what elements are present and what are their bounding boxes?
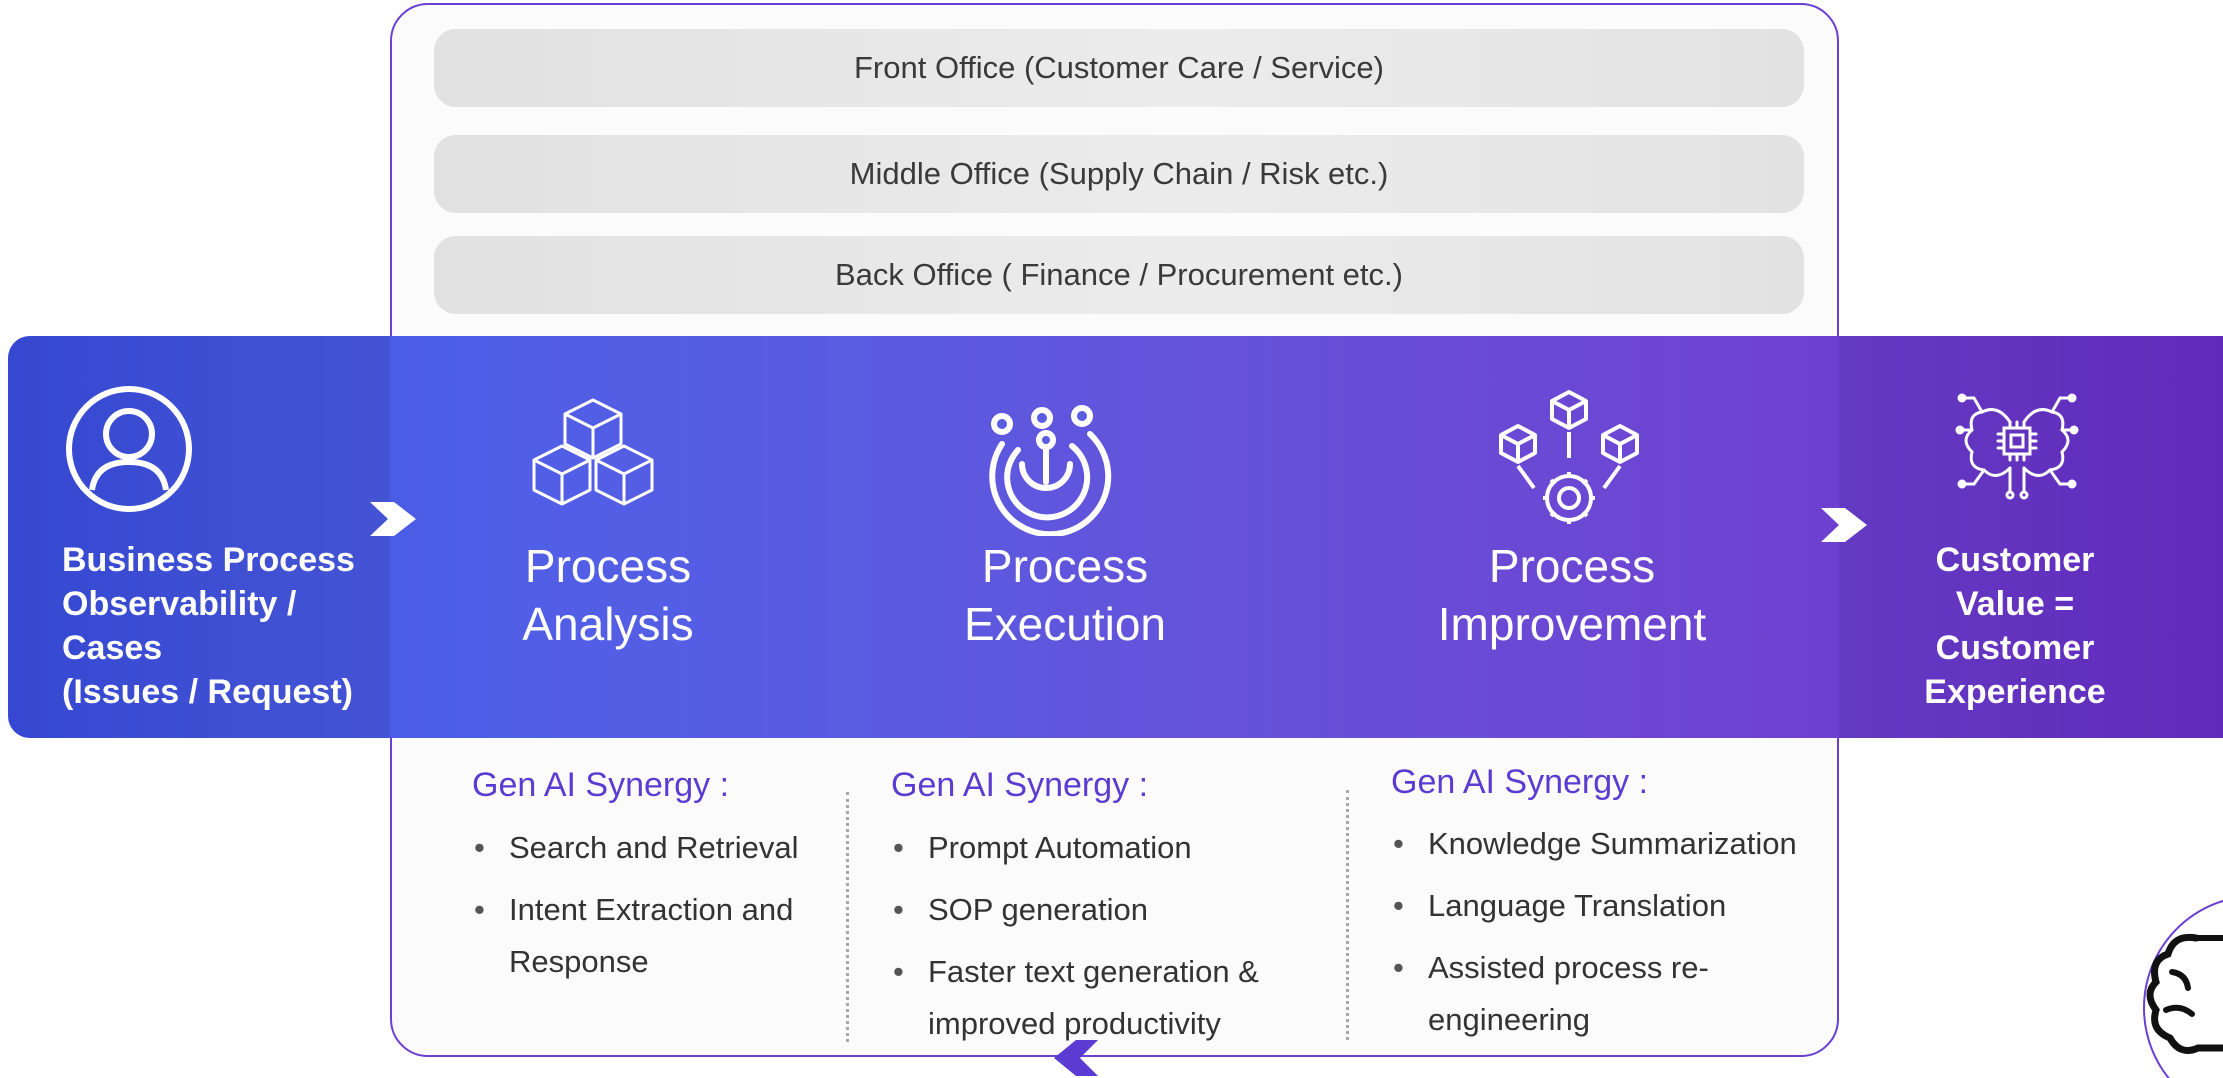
synergy-item: Prompt Automation bbox=[891, 822, 1259, 874]
synergy-item-text: improved productivity bbox=[928, 1006, 1221, 1041]
user-icon bbox=[66, 386, 192, 512]
stage-analysis-line2: Analysis bbox=[522, 598, 694, 650]
synergy-item: Faster text generation & improved product… bbox=[891, 946, 1259, 1050]
synergy-heading-execution: Gen AI Synergy : bbox=[891, 766, 1149, 804]
synergy-item-text: engineering bbox=[1428, 1002, 1591, 1037]
back-office-bar: Back Office ( Finance / Procurement etc.… bbox=[434, 236, 1804, 314]
synergy-item: SOP generation bbox=[891, 884, 1259, 936]
stage-execution-title: Process Execution bbox=[885, 537, 1245, 653]
synergy-item-text: Faster text generation & bbox=[928, 954, 1259, 989]
middle-office-label: Middle Office (Supply Chain / Risk etc.) bbox=[849, 156, 1389, 191]
synergy-list-improvement: Knowledge Summarization Language Transla… bbox=[1391, 818, 1797, 1056]
stage-execution-line2: Execution bbox=[963, 598, 1166, 650]
right-line-4: Experience bbox=[1924, 673, 2106, 711]
synergy-item: Assisted process re-engineering bbox=[1391, 942, 1797, 1046]
process-band bbox=[8, 336, 2223, 738]
left-line-3: Cases bbox=[62, 629, 163, 667]
left-block-title: Business Process Observability / Cases (… bbox=[62, 538, 355, 714]
right-line-2: Value = bbox=[1955, 585, 2075, 623]
right-line-3: Customer bbox=[1935, 629, 2095, 667]
middle-office-bar: Middle Office (Supply Chain / Risk etc.) bbox=[434, 135, 1804, 213]
circuit-loop-icon bbox=[989, 405, 1112, 536]
synergy-item-text: Intent Extraction and bbox=[509, 892, 794, 927]
chevron-right-icon bbox=[370, 502, 416, 536]
synergy-heading-improvement: Gen AI Synergy : bbox=[1391, 763, 1649, 801]
synergy-item-text: Assisted process re- bbox=[1428, 950, 1709, 985]
divider bbox=[846, 792, 849, 1042]
cubes-icon bbox=[532, 398, 654, 506]
synergy-item: Knowledge Summarization bbox=[1391, 818, 1797, 870]
stage-improvement-line1: Process bbox=[1488, 540, 1656, 592]
synergy-item-text: Response bbox=[509, 944, 649, 979]
divider bbox=[1346, 790, 1349, 1040]
left-line-2: Observability / bbox=[62, 585, 297, 623]
left-line-1: Business Process bbox=[62, 541, 355, 579]
stage-analysis-line1: Process bbox=[524, 540, 692, 592]
front-office-bar: Front Office (Customer Care / Service) bbox=[434, 29, 1804, 107]
synergy-heading-analysis: Gen AI Synergy : bbox=[472, 766, 730, 804]
front-office-label: Front Office (Customer Care / Service) bbox=[853, 50, 1384, 85]
back-office-label: Back Office ( Finance / Procurement etc.… bbox=[835, 257, 1403, 292]
right-band-section bbox=[1839, 336, 2223, 738]
stage-execution-line1: Process bbox=[981, 540, 1149, 592]
right-block-title: Customer Value = Customer Experience bbox=[1860, 538, 2170, 714]
left-band-section bbox=[8, 336, 390, 738]
synergy-list-execution: Prompt Automation SOP generation Faster … bbox=[891, 822, 1259, 1060]
right-line-1: Customer bbox=[1935, 541, 2095, 579]
stage-improvement-line2: Improvement bbox=[1437, 598, 1707, 650]
ai-brain-chip-icon bbox=[1955, 393, 2079, 500]
synergy-item: Language Translation bbox=[1391, 880, 1797, 932]
stage-analysis-title: Process Analysis bbox=[428, 537, 788, 653]
synergy-list-analysis: Search and Retrieval Intent Extraction a… bbox=[472, 822, 799, 998]
brain-icon bbox=[2143, 899, 2223, 1078]
gear-cubes-icon bbox=[1499, 390, 1639, 524]
stage-improvement-title: Process Improvement bbox=[1392, 537, 1752, 653]
chevron-right-icon bbox=[1821, 508, 1867, 542]
synergy-item: Search and Retrieval bbox=[472, 822, 799, 874]
left-line-4: (Issues / Request) bbox=[62, 673, 353, 711]
